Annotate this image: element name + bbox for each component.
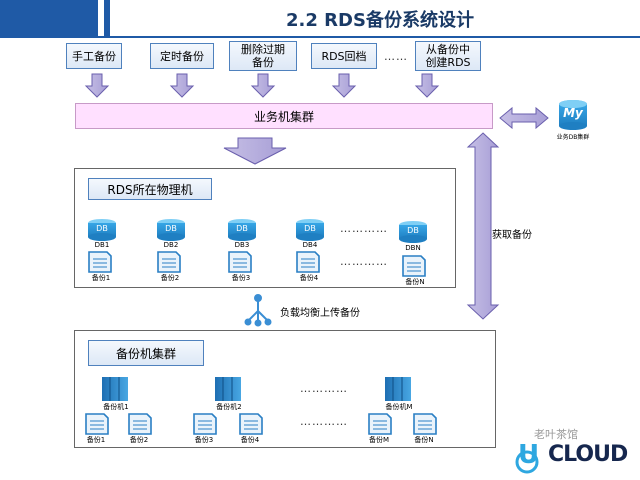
file-icon (402, 255, 426, 277)
backup-machine-label: 备份机2 (216, 403, 242, 411)
backup-label: 备份N (405, 278, 425, 286)
server-icon (215, 377, 241, 401)
file-icon (157, 251, 181, 273)
db-label: DB3 (234, 241, 250, 249)
db-icon (399, 221, 427, 243)
backup-label: 备份1 (91, 274, 111, 282)
backup-cluster-title: 备份机集群 (88, 340, 204, 366)
db-label: DB1 (94, 241, 110, 249)
backup-label: 备份N (414, 436, 434, 444)
down-arrow-icon (414, 73, 440, 98)
backup-cluster-ellipsis: ………… (300, 415, 348, 428)
header-divider (0, 36, 640, 38)
source-label: RDS回档 (321, 49, 367, 63)
source-label: 从备份中 创建RDS (425, 43, 471, 69)
down-arrow-icon (331, 73, 357, 98)
file-icon (368, 413, 392, 435)
header-accent-stripe (104, 0, 110, 36)
file-icon (413, 413, 437, 435)
file-icons-rds (88, 251, 426, 277)
business-cluster-bar: 业务机集群 (75, 103, 493, 129)
double-arrow-icon (499, 106, 549, 130)
db-ellipsis: ………… (340, 222, 388, 235)
db-icon (296, 219, 324, 241)
mysql-cluster-label: 业务DB集群 (556, 134, 590, 141)
business-cluster-label: 业务机集群 (253, 109, 314, 124)
db-icon-text: DB (236, 224, 248, 233)
backup-label: 备份M (368, 436, 390, 444)
header-accent-block (0, 0, 98, 36)
file-icon (88, 251, 112, 273)
rds-host-title: RDS所在物理机 (88, 178, 212, 200)
source-label: 删除过期 备份 (241, 43, 285, 69)
logo-text: CLOUD (548, 442, 628, 467)
backup-label: 备份4 (299, 274, 319, 282)
machine-ellipsis: ………… (300, 382, 348, 395)
ucloud-logo-icon (515, 450, 539, 474)
db-icons (88, 219, 427, 243)
load-balance-label: 负载均衡上传备份 (280, 308, 360, 319)
backup-machine-label: 备份机M (385, 403, 413, 411)
db-icon (88, 219, 116, 241)
source-rds-rollback: RDS回档 (311, 43, 377, 69)
rds-host-title-label: RDS所在物理机 (107, 182, 193, 197)
file-icon (239, 413, 263, 435)
sources-ellipsis: …… (384, 50, 408, 63)
backup-label: 备份3 (194, 436, 214, 444)
source-label: 定时备份 (160, 49, 204, 63)
down-arrow-icon (250, 73, 276, 98)
file-icons-cluster (85, 413, 437, 435)
db-icon (157, 219, 185, 241)
backup-label: 备份2 (160, 274, 180, 282)
file-icon (128, 413, 152, 435)
backup-label: 备份3 (231, 274, 251, 282)
backup-label: 备份2 (129, 436, 149, 444)
file-icon (296, 251, 320, 273)
server-icon (385, 377, 411, 401)
fetch-backup-label: 获取备份 (492, 230, 532, 241)
backup-ellipsis: ………… (340, 255, 388, 268)
slide-title: 2.2 RDS备份系统设计 (286, 10, 474, 31)
big-down-arrow-icon (223, 137, 287, 165)
backup-machine-label: 备份机1 (103, 403, 129, 411)
source-create-from-backup: 从备份中 创建RDS (415, 41, 481, 71)
db-icon-text: DB (165, 224, 177, 233)
logo-u: U (518, 440, 540, 470)
db-icon-text: DB (304, 224, 316, 233)
file-icon (193, 413, 217, 435)
down-arrow-icon (84, 73, 110, 98)
vertical-double-arrow-icon (466, 132, 500, 320)
backup-label: 备份1 (86, 436, 106, 444)
db-icon-text: DB (407, 226, 419, 235)
server-icon (102, 377, 128, 401)
db-icon (228, 219, 256, 241)
source-label: 手工备份 (72, 49, 116, 63)
db-label: DB4 (302, 241, 318, 249)
db-label: DBN (405, 244, 421, 252)
backup-label: 备份4 (240, 436, 260, 444)
source-delete-expired: 删除过期 备份 (229, 41, 297, 71)
watermark-text: 老叶茶馆 (534, 428, 578, 441)
db-label: DB2 (163, 241, 179, 249)
load-balance-icon (244, 294, 272, 327)
source-manual-backup: 手工备份 (66, 43, 122, 69)
source-scheduled-backup: 定时备份 (150, 43, 214, 69)
down-arrow-icon (169, 73, 195, 98)
file-icon (228, 251, 252, 273)
backup-cluster-title-label: 备份机集群 (115, 346, 176, 361)
mysql-cluster-icon (559, 100, 587, 130)
mysql-icon-text: My (563, 106, 583, 120)
db-icon-text: DB (96, 224, 108, 233)
file-icon (85, 413, 109, 435)
server-icons (102, 377, 411, 401)
